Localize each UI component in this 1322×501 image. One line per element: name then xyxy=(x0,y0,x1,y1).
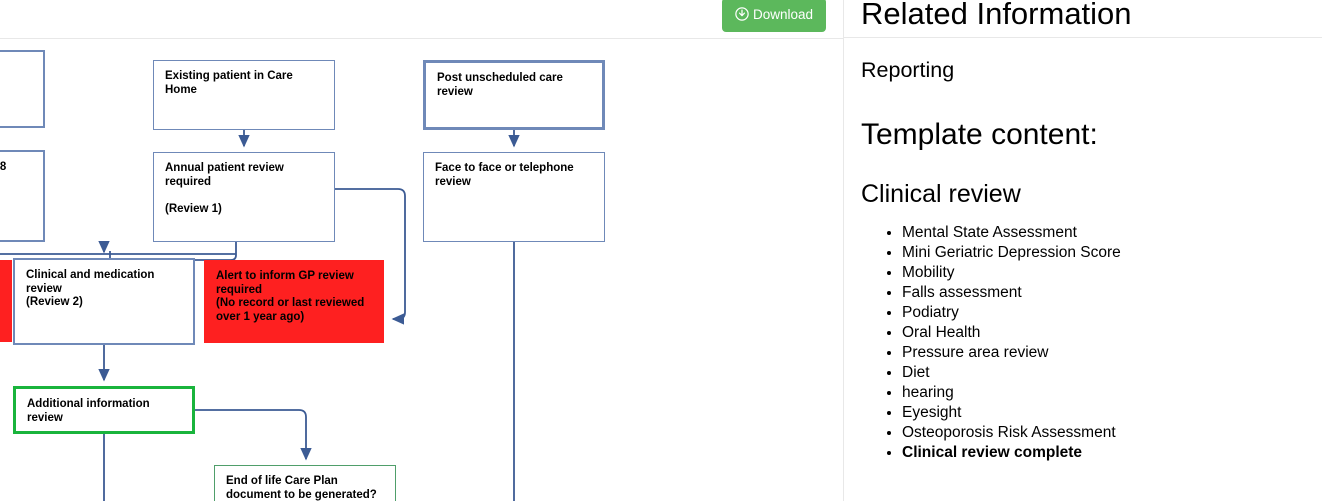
flow-node-partial-mid-left[interactable]: hin 28 xyxy=(0,150,45,242)
download-circle-icon xyxy=(735,0,749,34)
download-button-label: Download xyxy=(752,7,814,22)
wire-additional-to-eol xyxy=(195,409,312,461)
clinical-review-item: hearing xyxy=(902,383,1121,403)
flowchart-pane: Download xyxy=(0,0,843,501)
reporting-label: Reporting xyxy=(861,58,955,82)
page-title: Related Information xyxy=(861,0,1132,31)
clinical-review-item: Diet xyxy=(902,363,1121,383)
flow-node-partial-red-left[interactable] xyxy=(0,260,12,342)
clinical-review-item: Pressure area review xyxy=(902,343,1121,363)
clinical-review-item: Falls assessment xyxy=(902,283,1121,303)
flow-node-partial-top-left[interactable]: e xyxy=(0,50,45,128)
clinical-review-item: Mental State Assessment xyxy=(902,223,1121,243)
flow-node-eol-care-plan[interactable]: End of life Care Plan document to be gen… xyxy=(214,465,396,501)
clinical-review-item: Podiatry xyxy=(902,303,1121,323)
clinical-review-item: Eyesight xyxy=(902,403,1121,423)
flowchart-toolbar: Download xyxy=(0,0,843,39)
clinical-review-item: Mini Geriatric Depression Score xyxy=(902,243,1121,263)
clinical-review-list: Mental State AssessmentMini Geriatric De… xyxy=(880,223,1121,463)
clinical-review-item: Osteoporosis Risk Assessment xyxy=(902,423,1121,443)
clinical-review-item: Clinical review complete xyxy=(902,443,1121,463)
related-information-header: Related Information xyxy=(844,0,1322,38)
related-information-pane: Related Information Reporting Template c… xyxy=(843,0,1322,501)
flow-node-additional-info[interactable]: Additional information review xyxy=(13,386,195,434)
clinical-review-heading: Clinical review xyxy=(861,180,1021,208)
flowchart-canvas[interactable]: e hin 28 Existing patient in Care Home Post… xyxy=(0,38,843,501)
flow-node-existing-patient[interactable]: Existing patient in Care Home xyxy=(153,60,335,130)
template-content-heading: Template content: xyxy=(861,118,1098,151)
clinical-review-item: Oral Health xyxy=(902,323,1121,343)
flow-node-annual-review[interactable]: Annual patient review required (Review 1… xyxy=(153,152,335,242)
flow-node-clinical-med-review[interactable]: Clinical and medication review (Review 2… xyxy=(13,258,195,345)
flow-node-post-unscheduled[interactable]: Post unscheduled care review xyxy=(423,60,605,130)
flow-node-gp-alert[interactable]: Alert to inform GP review required (No r… xyxy=(204,260,384,343)
download-button[interactable]: Download xyxy=(722,0,826,32)
clinical-review-item: Mobility xyxy=(902,263,1121,283)
flow-node-face-to-face[interactable]: Face to face or telephone review xyxy=(423,152,605,242)
